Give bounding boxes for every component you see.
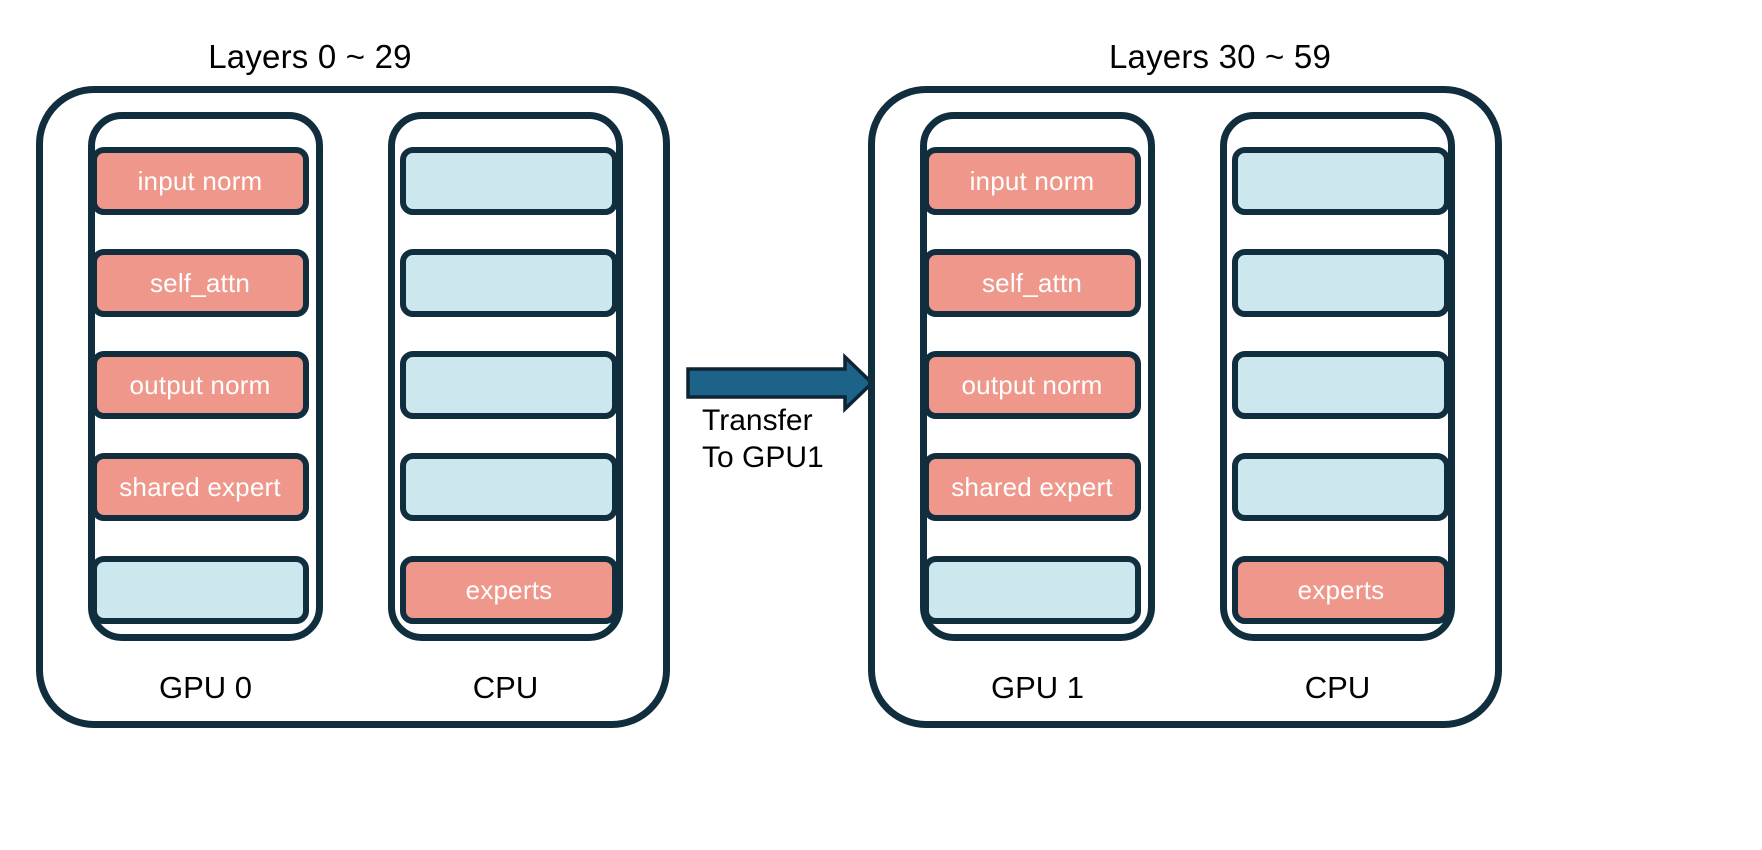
cpu1-label: CPU bbox=[1304, 670, 1371, 705]
cpu1-block-2[interactable] bbox=[1232, 249, 1450, 317]
cpu0-block-1[interactable] bbox=[400, 147, 618, 215]
group-title-right: Layers 30 ~ 59 bbox=[1108, 38, 1332, 75]
transfer-label-line2: To GPU1 bbox=[702, 440, 824, 474]
gpu1-block-output-norm[interactable]: output norm bbox=[923, 351, 1141, 419]
gpu0-block-empty[interactable] bbox=[91, 556, 309, 624]
transfer-arrow bbox=[686, 352, 875, 414]
group-title-left: Layers 0 ~ 29 bbox=[208, 38, 412, 75]
gpu1-block-self-attn[interactable]: self_attn bbox=[923, 249, 1141, 317]
cpu1-block-experts[interactable]: experts bbox=[1232, 556, 1450, 624]
gpu1-block-input-norm[interactable]: input norm bbox=[923, 147, 1141, 215]
cpu0-block-experts[interactable]: experts bbox=[400, 556, 618, 624]
gpu0-block-input-norm[interactable]: input norm bbox=[91, 147, 309, 215]
cpu0-block-4[interactable] bbox=[400, 453, 618, 521]
gpu1-block-shared-expert[interactable]: shared expert bbox=[923, 453, 1141, 521]
cpu0-block-3[interactable] bbox=[400, 351, 618, 419]
cpu0-block-2[interactable] bbox=[400, 249, 618, 317]
gpu1-label: GPU 1 bbox=[990, 670, 1085, 705]
transfer-label: Transfer To GPU1 bbox=[702, 403, 824, 476]
gpu0-block-self-attn[interactable]: self_attn bbox=[91, 249, 309, 317]
gpu0-block-shared-expert[interactable]: shared expert bbox=[91, 453, 309, 521]
gpu0-label: GPU 0 bbox=[158, 670, 253, 705]
gpu1-block-empty[interactable] bbox=[923, 556, 1141, 624]
cpu1-block-4[interactable] bbox=[1232, 453, 1450, 521]
gpu0-block-output-norm[interactable]: output norm bbox=[91, 351, 309, 419]
transfer-label-line1: Transfer bbox=[702, 404, 813, 437]
cpu1-block-1[interactable] bbox=[1232, 147, 1450, 215]
cpu0-label: CPU bbox=[472, 670, 539, 705]
cpu1-block-3[interactable] bbox=[1232, 351, 1450, 419]
